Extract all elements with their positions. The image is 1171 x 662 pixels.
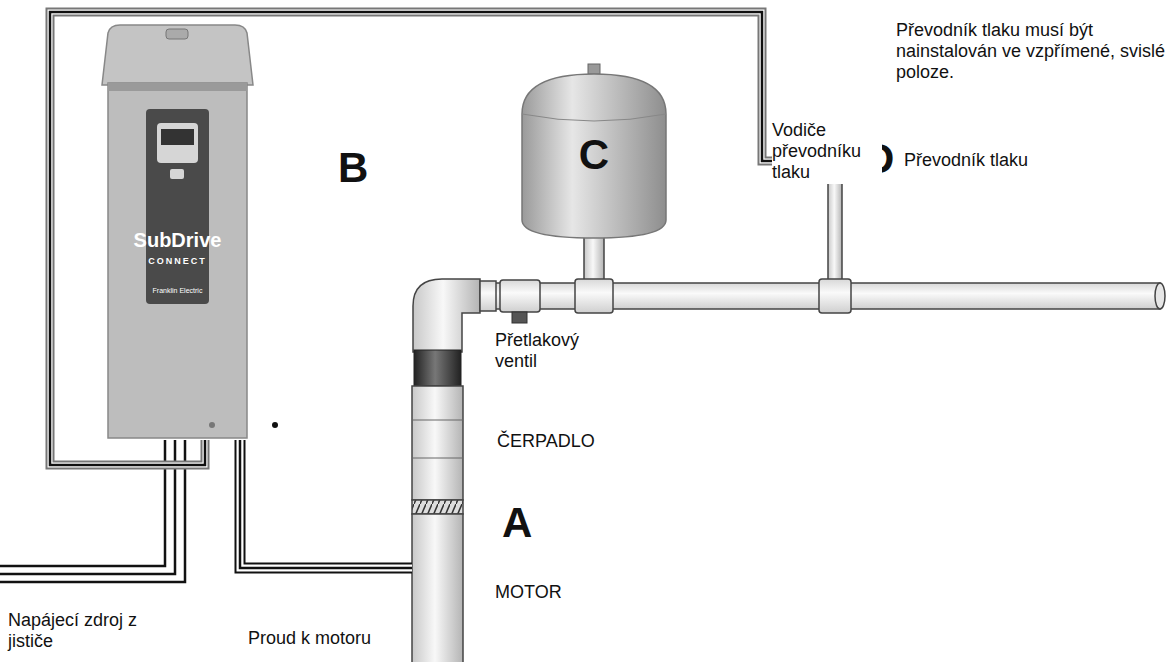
pressure-tank: C <box>520 72 668 238</box>
wire-stroke <box>240 440 412 568</box>
pipe-elbow <box>413 279 480 352</box>
wire-stroke <box>240 440 412 568</box>
pump: ČERPADLO <box>412 386 463 500</box>
controller-box: BSubDriveCONNECTFranklin Electric <box>100 25 255 440</box>
transducer-tee <box>819 279 851 313</box>
part-label: Přetlakový ventil <box>495 330 615 372</box>
maker-logo: Franklin Electric <box>100 287 255 295</box>
tank-neck <box>584 236 604 282</box>
pipe-end <box>1155 283 1165 309</box>
pump-screen <box>412 500 463 514</box>
callout-letter: B <box>338 143 368 193</box>
wire-stroke <box>240 440 412 568</box>
wire-connector <box>50 12 818 465</box>
wire-stroke <box>50 12 818 465</box>
wire-label: Vodiče převodníku tlaku <box>772 120 882 184</box>
pipe <box>470 283 1160 309</box>
pump-seam <box>412 458 463 459</box>
relief-valve-stub <box>512 312 527 323</box>
relief-valve <box>500 280 540 312</box>
part-label: ČERPADLO <box>497 431 595 452</box>
brand-name: SubDrive <box>100 229 255 253</box>
part-label: Převodník tlaku <box>904 150 1028 171</box>
pump-body <box>412 386 463 500</box>
wire-connector <box>240 440 412 568</box>
transducer-neck <box>828 178 842 282</box>
part-label: MOTOR <box>495 582 562 603</box>
pipe-collar <box>480 281 496 311</box>
installation-note: Převodník tlaku musí být nainstalován ve… <box>896 20 1168 84</box>
pump-coupling <box>414 350 461 386</box>
wire-label: Proud k motoru <box>248 628 371 649</box>
wire-stroke <box>50 12 818 465</box>
motor: AMOTOR <box>412 514 463 662</box>
wire-stroke <box>50 12 818 465</box>
brand-subname: CONNECT <box>100 256 255 267</box>
tank-tee <box>575 279 613 313</box>
callout-letter: C <box>520 130 668 180</box>
supply-label: Napájecí zdroj z jističe <box>8 610 158 652</box>
pump-seam <box>412 420 463 421</box>
callout-letter: A <box>502 498 532 548</box>
motor-body <box>412 514 463 662</box>
